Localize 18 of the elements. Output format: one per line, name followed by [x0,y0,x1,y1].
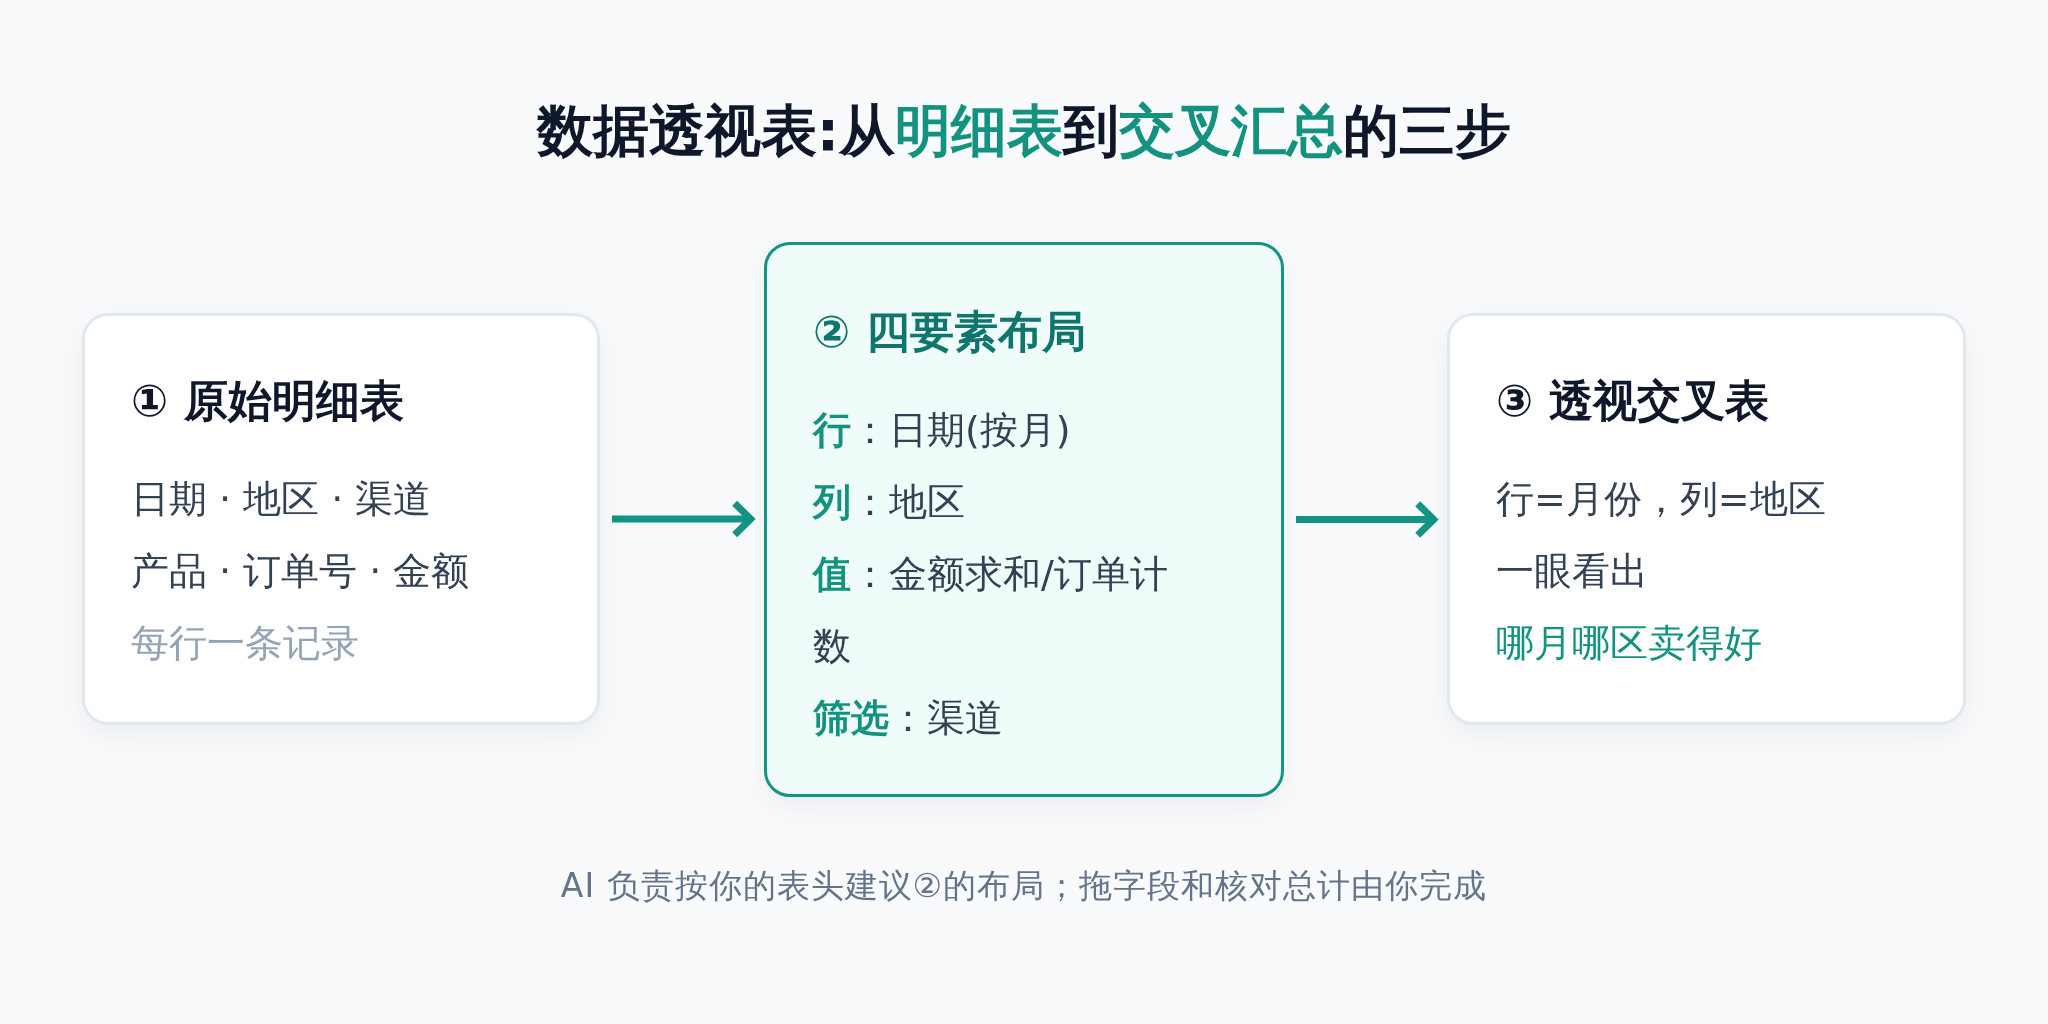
step-card [82,313,600,725]
caption: AI 负责按你的表头建议②的布局；拖字段和核对总计由你完成 [560,865,1488,907]
step-card [764,242,1284,797]
card-heading: ③ 透视交叉表 [1496,374,1769,428]
card-text: 一眼看出 [1496,548,1648,595]
card-text: 列：地区 [813,479,965,526]
card-text: 行：日期(按月) [813,407,1071,454]
note-text: 每行一条记录 [131,620,359,667]
card-heading: ② 四要素布局 [813,305,1086,359]
card-text: 日期 · 地区 · 渠道 [131,476,432,523]
title: 数据透视表:从明细表到交叉汇总的三步 [536,97,1512,165]
card-text: 行=月份，列=地区 [1496,476,1826,523]
card-text: 值：金额求和/订单计数 [813,551,1169,670]
card-text: 产品 · 订单号 · 金额 [131,548,470,595]
step-card [1447,313,1966,725]
highlight-text: 哪月哪区卖得好 [1496,620,1762,667]
card-heading: ① 原始明细表 [131,374,404,428]
card-text: 筛选：渠道 [813,695,1003,742]
